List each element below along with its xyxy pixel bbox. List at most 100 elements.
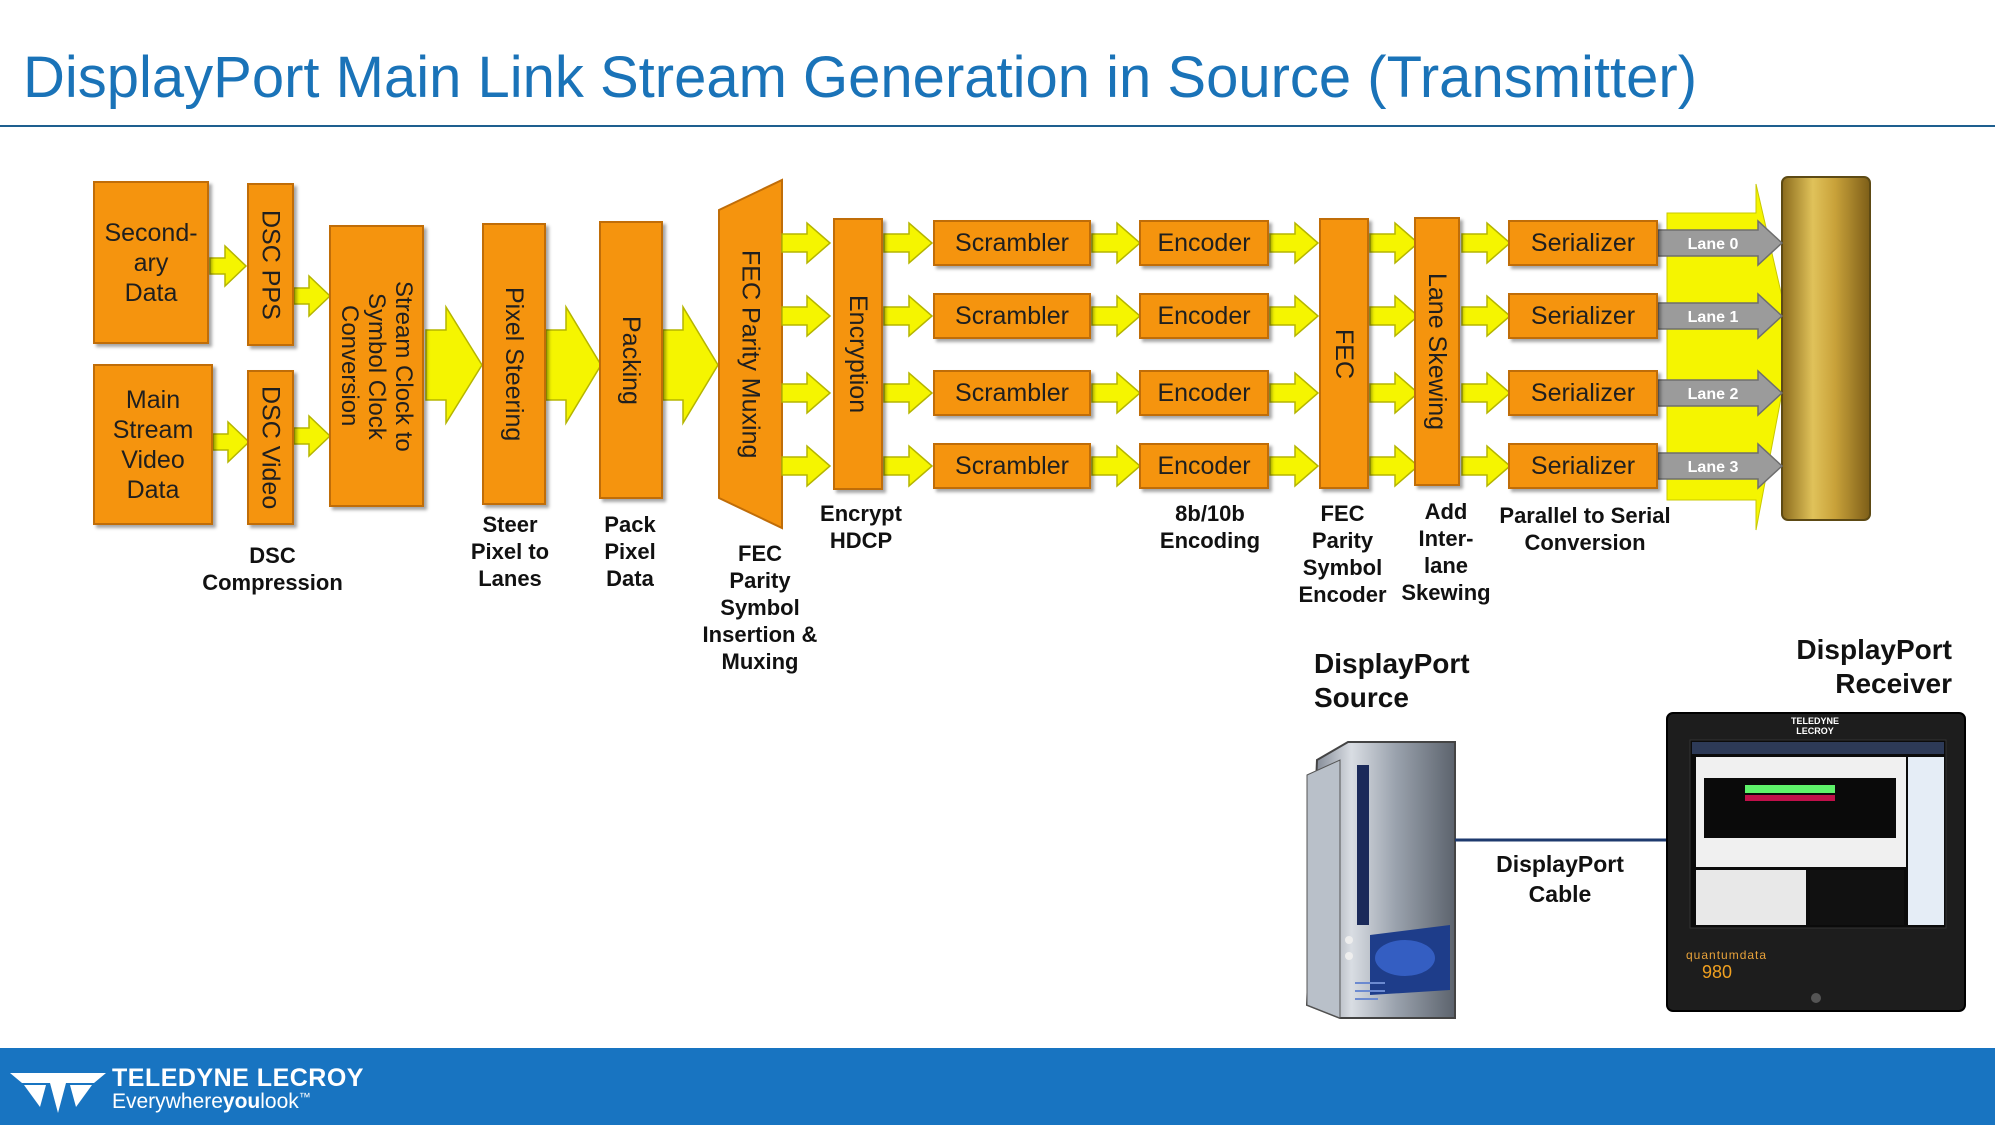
encoder-block: Encoder: [1139, 293, 1269, 339]
lane-flow-arrows: [781, 221, 1512, 488]
lane-flow-arrow: [1461, 294, 1512, 338]
lane-flow-arrow: [1091, 294, 1142, 338]
footer-tagline: Everywhereyoulook™: [112, 1090, 311, 1114]
packing-block: Packing: [599, 221, 663, 499]
caption-dsc: DSC Compression: [202, 543, 343, 595]
lane-output-arrow: [1657, 219, 1784, 267]
slide-title: DisplayPort Main Link Stream Generation …: [23, 45, 1698, 110]
scrambler-block: Scrambler: [933, 293, 1091, 339]
caption-skewing: Add Inter- lane Skewing: [1401, 499, 1491, 605]
lane-flow-arrow: [1369, 294, 1420, 338]
encoder-block: Encoder: [1139, 370, 1269, 416]
flow-arrows: [209, 244, 719, 464]
output-big-arrow: [1666, 183, 1793, 531]
lane-flow-arrow: [1461, 371, 1512, 415]
cable-label: DisplayPort Cable: [1496, 851, 1624, 907]
scrambler-label: Scrambler: [955, 302, 1069, 330]
dsc-pps-block: DSC PPS: [247, 183, 294, 346]
tagline-post: look: [260, 1090, 299, 1113]
encoder-label: Encoder: [1157, 452, 1251, 480]
receiver-model: 980: [1702, 962, 1733, 982]
tagline-pre: Everywhere: [112, 1090, 223, 1113]
dsc-video-block: DSC Video: [247, 370, 294, 525]
source-label: DisplayPort Source: [1314, 648, 1470, 713]
teledyne-logo-icon: [10, 1073, 106, 1113]
lane-label: Lane 3: [1688, 459, 1739, 476]
lane-flow-arrow: [1369, 221, 1420, 265]
lane-flow-arrow: [1369, 371, 1420, 415]
fec-block: FEC: [1319, 218, 1369, 489]
fec-muxing-block: [718, 178, 783, 530]
lane-output-arrow: [1657, 292, 1784, 340]
lane-flow-arrow: [781, 221, 832, 265]
lane-flow-arrow: [1091, 221, 1142, 265]
lane-label: Lane 2: [1688, 386, 1739, 403]
encoder-block: Encoder: [1139, 220, 1269, 266]
footer-brand: TELEDYNE LECROY: [112, 1064, 364, 1092]
serializer-block: Serializer: [1508, 293, 1658, 339]
clock-conversion-label: Stream Clock to Symbol Clock Conversion: [336, 280, 417, 452]
dsc-pps-label: DSC PPS: [256, 209, 285, 320]
encoder-label: Encoder: [1157, 229, 1251, 257]
lane-flow-arrow: [883, 221, 934, 265]
encoder-label: Encoder: [1157, 379, 1251, 407]
lane-flow-arrow: [781, 371, 832, 415]
lane-flow-arrow: [1269, 371, 1320, 415]
receiver-product: quantumdata: [1686, 948, 1768, 962]
encryption-label: Encryption: [844, 294, 872, 414]
lane-flow-arrow: [883, 444, 934, 488]
fec-muxing-label: FEC Parity Muxing: [736, 249, 765, 459]
clock-conversion-block: Stream Clock to Symbol Clock Conversion: [329, 225, 424, 507]
lane-label: Lane 1: [1688, 309, 1739, 326]
receiver-label: DisplayPort Receiver: [1796, 634, 1952, 699]
dsc-video-label: DSC Video: [256, 385, 285, 510]
lane-flow-arrow: [1091, 371, 1142, 415]
serializer-label: Serializer: [1530, 229, 1636, 257]
tagline-bold: you: [222, 1090, 261, 1113]
gold-connector: [1781, 176, 1871, 521]
serializer-block: Serializer: [1508, 443, 1658, 489]
serializer-label: Serializer: [1530, 452, 1636, 480]
lane-flow-arrow: [1461, 444, 1512, 488]
fec-label: FEC: [1330, 328, 1358, 379]
lane-flow-arrow: [781, 444, 832, 488]
scrambler-block: Scrambler: [933, 443, 1091, 489]
encoder-label: Encoder: [1157, 302, 1251, 330]
serializer-block: Serializer: [1508, 370, 1658, 416]
receiver-device-icon: [1666, 712, 1966, 1012]
secondary-data-block: Second- ary Data: [93, 181, 209, 344]
caption-encrypt: Encrypt HDCP: [820, 501, 902, 553]
scrambler-block: Scrambler: [933, 220, 1091, 266]
caption-fec-encoder: FEC Parity Symbol Encoder: [1298, 501, 1387, 607]
caption-fec-parity: FEC Parity Symbol Insertion & Muxing: [702, 541, 818, 674]
lane-flow-arrow: [1091, 444, 1142, 488]
caption-pack: Pack Pixel Data: [604, 512, 656, 591]
title-divider: [0, 125, 1995, 127]
scrambler-label: Scrambler: [955, 229, 1069, 257]
pixel-steering-block: Pixel Steering: [482, 223, 546, 505]
lane-skewing-label: Lane Skewing: [1423, 272, 1451, 431]
lane-flow-arrow: [1269, 444, 1320, 488]
fec-muxing-text: FEC Parity Muxing: [719, 180, 782, 528]
lane-flow-arrow: [1269, 221, 1320, 265]
caption-serial: Parallel to Serial Conversion: [1499, 503, 1671, 555]
lane-skewing-block: Lane Skewing: [1414, 217, 1460, 486]
scrambler-label: Scrambler: [955, 379, 1069, 407]
encryption-block: Encryption: [833, 218, 883, 490]
lane-output-arrow: [1657, 442, 1784, 490]
serializer-label: Serializer: [1530, 302, 1636, 330]
lane-flow-arrow: [883, 294, 934, 338]
tagline-mark: ™: [298, 1090, 311, 1104]
lane-flow-arrow: [883, 371, 934, 415]
footer-bar: [0, 1048, 1995, 1125]
pixel-steering-label: Pixel Steering: [500, 286, 528, 442]
receiver-brand: TELEDYNE LECROY: [1790, 716, 1839, 736]
encoder-block: Encoder: [1139, 443, 1269, 489]
scrambler-block: Scrambler: [933, 370, 1091, 416]
lane-flow-arrow: [1269, 294, 1320, 338]
pc-tower-icon: [1305, 741, 1456, 1019]
lane-flow-arrow: [1461, 221, 1512, 265]
lane-flow-arrow: [1369, 444, 1420, 488]
lane-output-arrow: [1657, 369, 1784, 417]
